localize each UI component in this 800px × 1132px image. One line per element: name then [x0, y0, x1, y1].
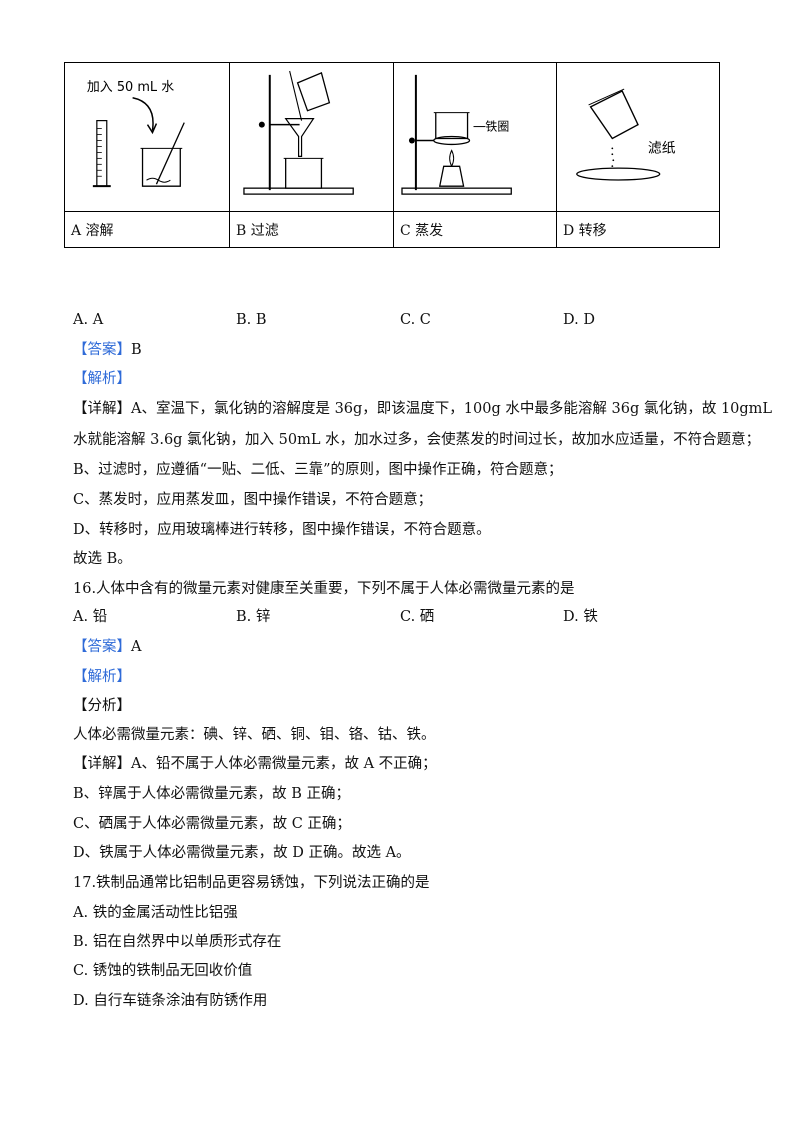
panel-a-label: 加入 50 mL 水: [87, 80, 174, 95]
panel-d-transfer-image: 滤纸: [557, 63, 719, 212]
q15-analysis-line: 【解析】: [73, 369, 131, 389]
q17-option-a: A. 铁的金属活动性比铝强: [73, 905, 238, 921]
q15-detail-2: 水就能溶解 3.6g 氯化钠，加入 50mL 水，加水过多，会使蒸发的时间过长，…: [73, 432, 761, 448]
q16-detail-2: B、锌属于人体必需微量元素，故 B 正确；: [73, 786, 351, 802]
q17-option-b: B. 铝在自然界中以单质形式存在: [73, 934, 282, 950]
filtration-illustration: [243, 70, 354, 195]
q16-stem: 16.人体中含有的微量元素对健康至关重要，下列不属于人体必需微量元素的是: [73, 581, 575, 597]
q16-answer: A: [131, 639, 142, 655]
q16-analysis-line: 【解析】: [73, 667, 131, 687]
panel-c-label: 铁圈: [485, 120, 509, 134]
q15-analysis-tag: 【解析】: [73, 371, 131, 387]
panel-d-label: 滤纸: [648, 140, 676, 156]
q15-answer-line: 【答案】B: [73, 340, 142, 360]
panel-d-caption: D 转移: [563, 222, 607, 239]
q15-detail-4: C、蒸发时，应用蒸发皿，图中操作错误，不符合题意；: [73, 492, 433, 508]
q15-detail-3: B、过滤时，应遵循“一贴、二低、三靠”的原则，图中操作正确，符合题意；: [73, 462, 563, 478]
q16-answer-tag: 【答案】: [73, 639, 131, 655]
panel-c-caption: C 蒸发: [394, 212, 557, 247]
q16-detail-tag: 【详解】: [73, 756, 131, 772]
q16-analysis-tag: 【解析】: [73, 669, 131, 685]
q15-option-a: A. A: [73, 312, 104, 328]
q15-detail-tag: 【详解】: [73, 401, 131, 417]
q15-option-c: C. C: [400, 312, 431, 328]
q17-option-d: D. 自行车链条涂油有防锈作用: [73, 993, 268, 1009]
q15-option-d: D. D: [563, 312, 595, 328]
q17-stem: 17.铁制品通常比铝制品更容易锈蚀，下列说法正确的是: [73, 875, 430, 891]
panel-a-caption: A 溶解: [65, 212, 230, 247]
q16-analysis-text: 人体必需微量元素：碘、锌、硒、铜、钼、铬、钴、铁。: [73, 727, 436, 743]
q16-analysis-sub-tag: 【分析】: [73, 698, 131, 714]
panel-a-dissolve-image: 加入 50 mL 水: [65, 63, 230, 212]
q15-detail-1: A、室温下，氯化钠的溶解度是 36g，即该温度下，100g 水中最多能溶解 36…: [131, 401, 773, 417]
q16-detail-line-1: 【详解】A、铅不属于人体必需微量元素，故 A 不正确；: [73, 754, 437, 774]
panel-b-caption: B 过滤: [230, 212, 394, 247]
q16-answer-line: 【答案】A: [73, 637, 141, 657]
panel-c-evaporate-image: 铁圈: [394, 63, 557, 212]
q15-answer: B: [131, 342, 142, 358]
q15-option-b: B. B: [236, 312, 267, 328]
q15-answer-tag: 【答案】: [73, 342, 131, 358]
q15-detail-5: D、转移时，应用玻璃棒进行转移，图中操作错误，不符合题意。: [73, 522, 491, 538]
q16-option-b: B. 锌: [236, 609, 271, 625]
q16-option-a: A. 铅: [73, 609, 108, 625]
q15-conclusion: 故选 B。: [73, 551, 132, 567]
panel-b-filter-image: [230, 63, 394, 212]
evaporation-illustration: 铁圈: [401, 74, 512, 195]
q17-option-c: C. 锈蚀的铁制品无回收价值: [73, 963, 253, 979]
transfer-illustration: 滤纸: [576, 88, 676, 181]
q16-detail-1: A、铅不属于人体必需微量元素，故 A 不正确；: [131, 756, 437, 772]
q16-detail-4: D、铁属于人体必需微量元素，故 D 正确。故选 A。: [73, 845, 411, 861]
dissolve-illustration: 加入 50 mL 水: [87, 80, 185, 188]
q16-option-c: C. 硒: [400, 609, 435, 625]
q16-option-d: D. 铁: [563, 609, 598, 625]
q15-detail-line-1: 【详解】A、室温下，氯化钠的溶解度是 36g，即该温度下，100g 水中最多能溶…: [73, 399, 772, 419]
lab-operations-figure: 加入 50 mL 水: [64, 62, 720, 248]
q16-detail-3: C、硒属于人体必需微量元素，故 C 正确；: [73, 816, 351, 832]
